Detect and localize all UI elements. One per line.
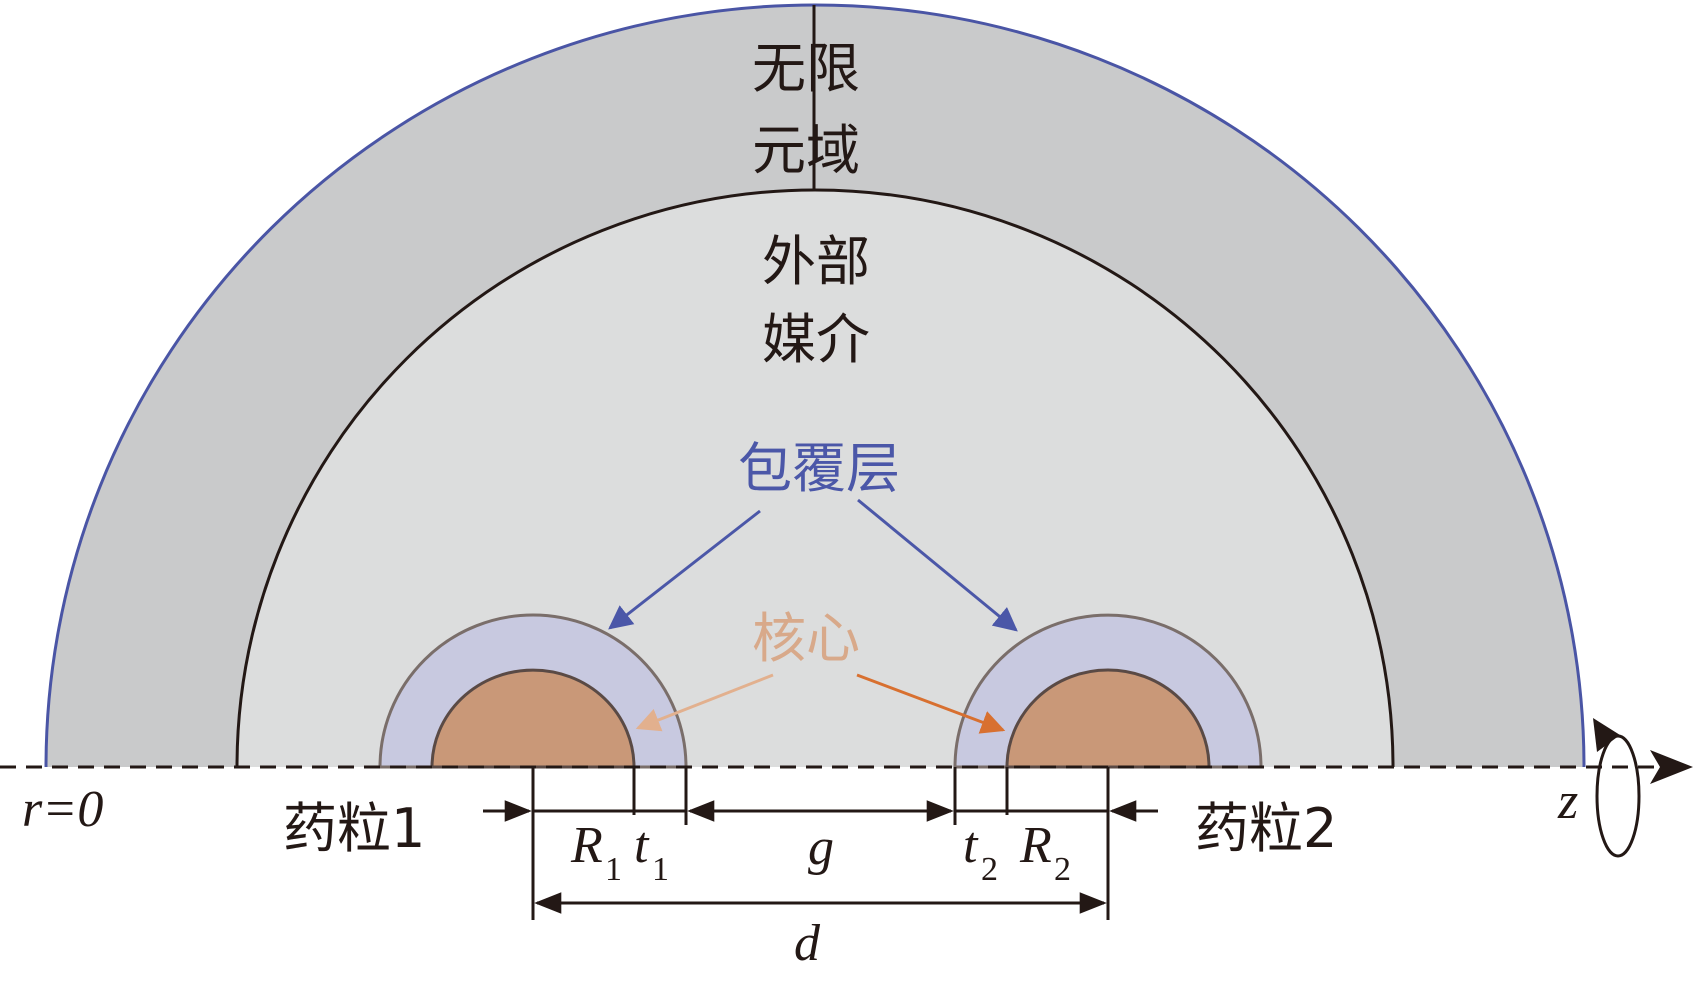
coating-arrow-left: [608, 509, 761, 630]
label-r-zero: r=0: [22, 781, 103, 838]
label-t1-subscript: 1: [652, 851, 669, 888]
label-pellet1: 药粒1: [283, 797, 425, 860]
label-d: d: [794, 915, 821, 972]
label-coating: 包覆层: [738, 437, 900, 500]
pellet1-core: [430, 668, 636, 769]
z-axis-arrowhead: [1650, 750, 1693, 784]
label-infinite-line1: 无限: [752, 37, 860, 100]
label-t2: t: [963, 817, 979, 874]
core-arrow-left: [635, 673, 774, 732]
label-t1: t: [634, 817, 650, 874]
label-R1-subscript: 1: [605, 851, 622, 888]
rotation-arrowhead: [1593, 718, 1620, 752]
core-arrow-right: [856, 673, 1006, 734]
label-R2: R: [1019, 817, 1052, 874]
label-pellet2: 药粒2: [1195, 797, 1337, 860]
label-infinite-line2: 元域: [752, 119, 860, 182]
rotation-ellipse: [1595, 734, 1641, 858]
label-external-line1: 外部: [762, 230, 870, 293]
label-t2-subscript: 2: [981, 851, 998, 888]
label-external-line2: 媒介: [762, 308, 870, 371]
label-R2-subscript: 2: [1054, 851, 1071, 888]
external-medium-boundary: [235, 188, 1395, 768]
label-R1: R: [570, 817, 603, 874]
pellet2-core: [1005, 668, 1211, 769]
label-z-axis: z: [1557, 773, 1578, 830]
label-g: g: [808, 819, 834, 876]
coating-arrow-right: [857, 498, 1018, 632]
label-core: 核心: [752, 607, 860, 670]
